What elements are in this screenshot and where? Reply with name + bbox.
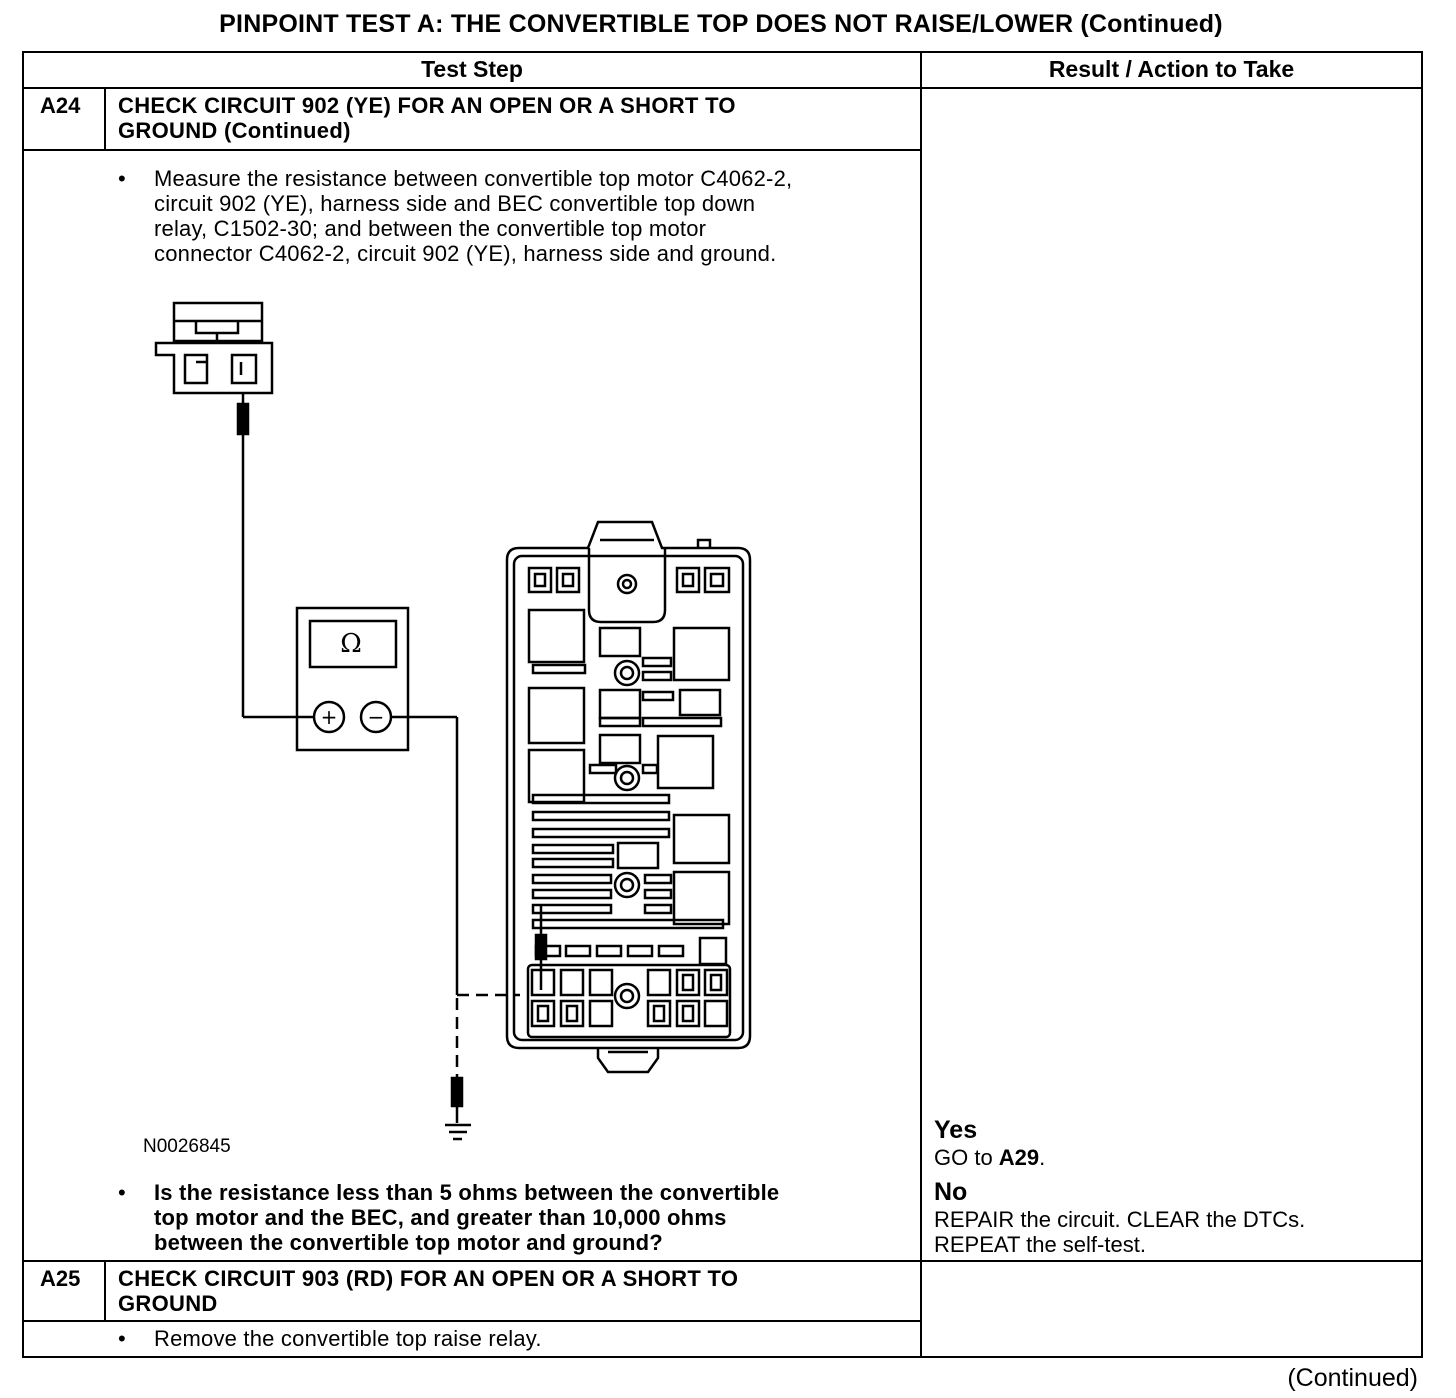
circuit-measurement-diagram: Ω + −	[154, 301, 752, 1141]
figure-id: N0026845	[143, 1136, 231, 1157]
ground-icon	[445, 1123, 471, 1141]
header-result-action: Result / Action to Take	[1048, 56, 1295, 82]
question-a24: Is the resistance less than 5 ohms betwe…	[154, 1180, 780, 1255]
continued-label: (Continued)	[1287, 1364, 1418, 1392]
bullet-marker: •	[118, 1180, 126, 1205]
bullet-marker: •	[118, 1326, 126, 1351]
result-yes: Yes GO to A29.	[934, 1116, 1046, 1170]
result-no: No REPAIR the circuit. CLEAR the DTCs. R…	[934, 1178, 1306, 1257]
ohmmeter-icon	[295, 606, 410, 752]
motor-connector-icon	[154, 301, 274, 395]
instruction-a25: Remove the convertible top raise relay.	[154, 1326, 542, 1351]
step-id-a24: A24	[40, 93, 81, 118]
bullet-marker: •	[118, 166, 126, 191]
instruction-a24: Measure the resistance between convertib…	[154, 166, 793, 266]
step-title-a25: CHECK CIRCUIT 903 (RD) FOR AN OPEN OR A …	[118, 1266, 739, 1316]
meter-minus-label: −	[368, 705, 385, 729]
step-id-a25: A25	[40, 1266, 81, 1291]
meter-plus-label: +	[321, 705, 338, 729]
header-test-step: Test Step	[421, 56, 523, 82]
page-title: PINPOINT TEST A: THE CONVERTIBLE TOP DOE…	[219, 10, 1223, 38]
ohm-symbol: Ω	[340, 629, 362, 659]
bec-fuse-box-icon	[505, 520, 752, 1074]
goto-link-a29: A29	[998, 1145, 1040, 1170]
step-title-a24: CHECK CIRCUIT 902 (YE) FOR AN OPEN OR A …	[118, 93, 736, 143]
